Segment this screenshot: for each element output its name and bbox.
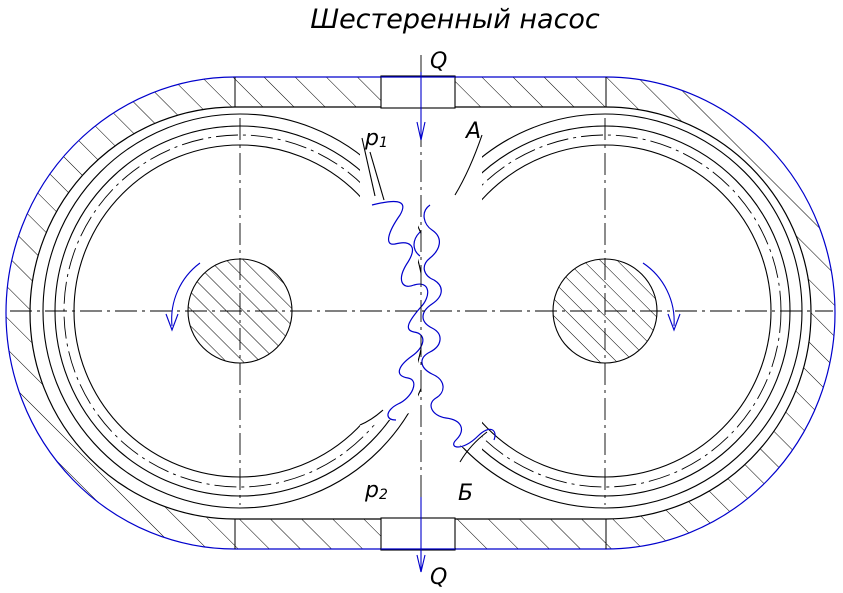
inlet-flow-arrow-icon (416, 72, 426, 141)
outlet-flow-arrow-icon (416, 497, 426, 573)
rotation-arrow-right-icon (642, 262, 681, 332)
flow-out-label: Q (430, 565, 447, 590)
pressure-top-label: p1 (364, 126, 388, 151)
point-a-label: А (464, 119, 481, 144)
pump-housing (5, 75, 836, 551)
diagram-title: Шестеренный насос (310, 4, 600, 35)
pressure-bottom-label: p2 (364, 478, 388, 503)
left-shaft (187, 258, 293, 364)
point-b-label: Б (458, 481, 473, 506)
meshing-teeth (371, 200, 496, 448)
flow-in-label: Q (430, 49, 447, 74)
inlet-port (380, 75, 456, 109)
outlet-port (380, 517, 456, 551)
gear-section-ends (359, 134, 488, 463)
right-shaft (552, 258, 658, 364)
rotation-arrow-left-icon (165, 262, 201, 332)
